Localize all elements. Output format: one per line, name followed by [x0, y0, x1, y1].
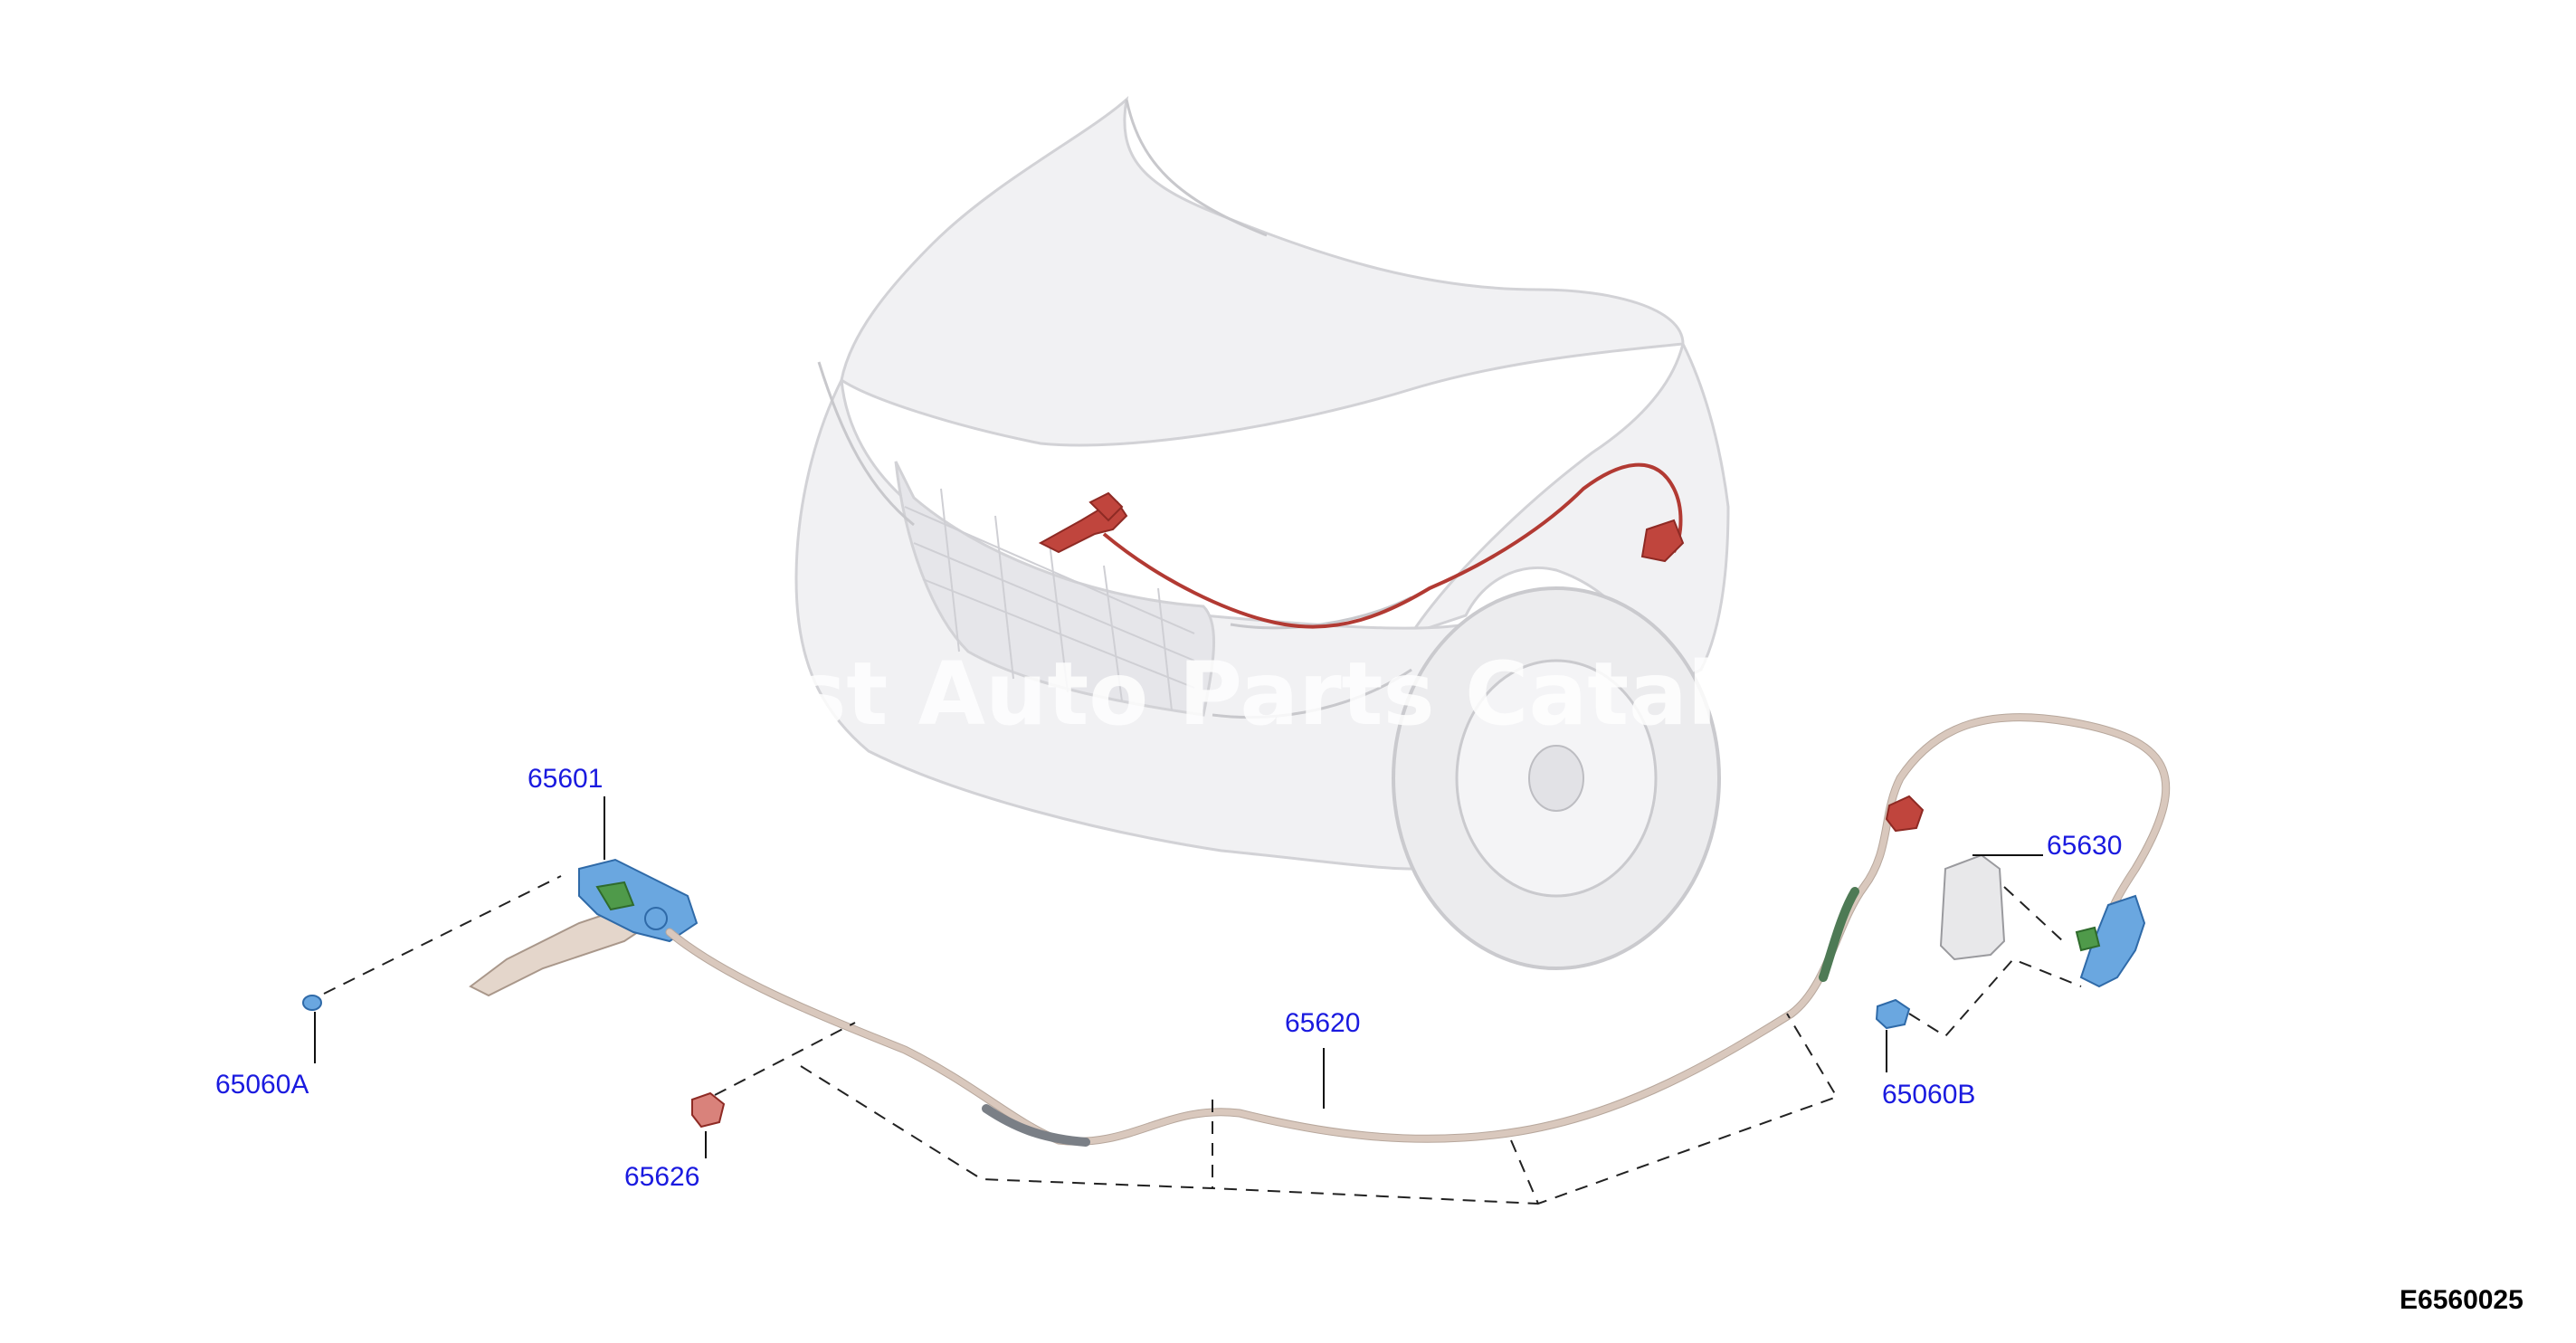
callout-65601[interactable]: 65601: [528, 764, 603, 794]
release-cable-part: [665, 713, 2171, 1147]
leader-lines: [314, 796, 2043, 1158]
bolt-65060A-part: [302, 995, 322, 1011]
diagram-reference-code: E6560025: [2400, 1285, 2524, 1315]
callout-65060B[interactable]: 65060B: [1882, 1080, 1975, 1110]
release-handle-part: [1939, 853, 2146, 988]
assembly-dashed-lines: [323, 875, 2082, 1205]
callout-65060A[interactable]: 65060A: [215, 1070, 309, 1100]
highlight-hood-release-assembly: [1038, 462, 1685, 629]
grille-pattern: [904, 488, 1195, 711]
callout-labels: 65601 65060A 65626 65620 65630 65060B: [215, 764, 2122, 1192]
bolt-65060B-part: [1875, 998, 1911, 1030]
vehicle-front-illustration: [794, 96, 1730, 970]
callout-65626[interactable]: 65626: [624, 1162, 699, 1192]
hood-latch-part: [469, 858, 699, 997]
callout-65620[interactable]: 65620: [1285, 1008, 1360, 1038]
watermark-text: Best Auto Parts Catalog: [670, 643, 1839, 745]
clip-65626-part: [691, 1091, 726, 1129]
front-wheel: [1392, 586, 1721, 970]
callout-65630[interactable]: 65630: [2047, 831, 2122, 861]
